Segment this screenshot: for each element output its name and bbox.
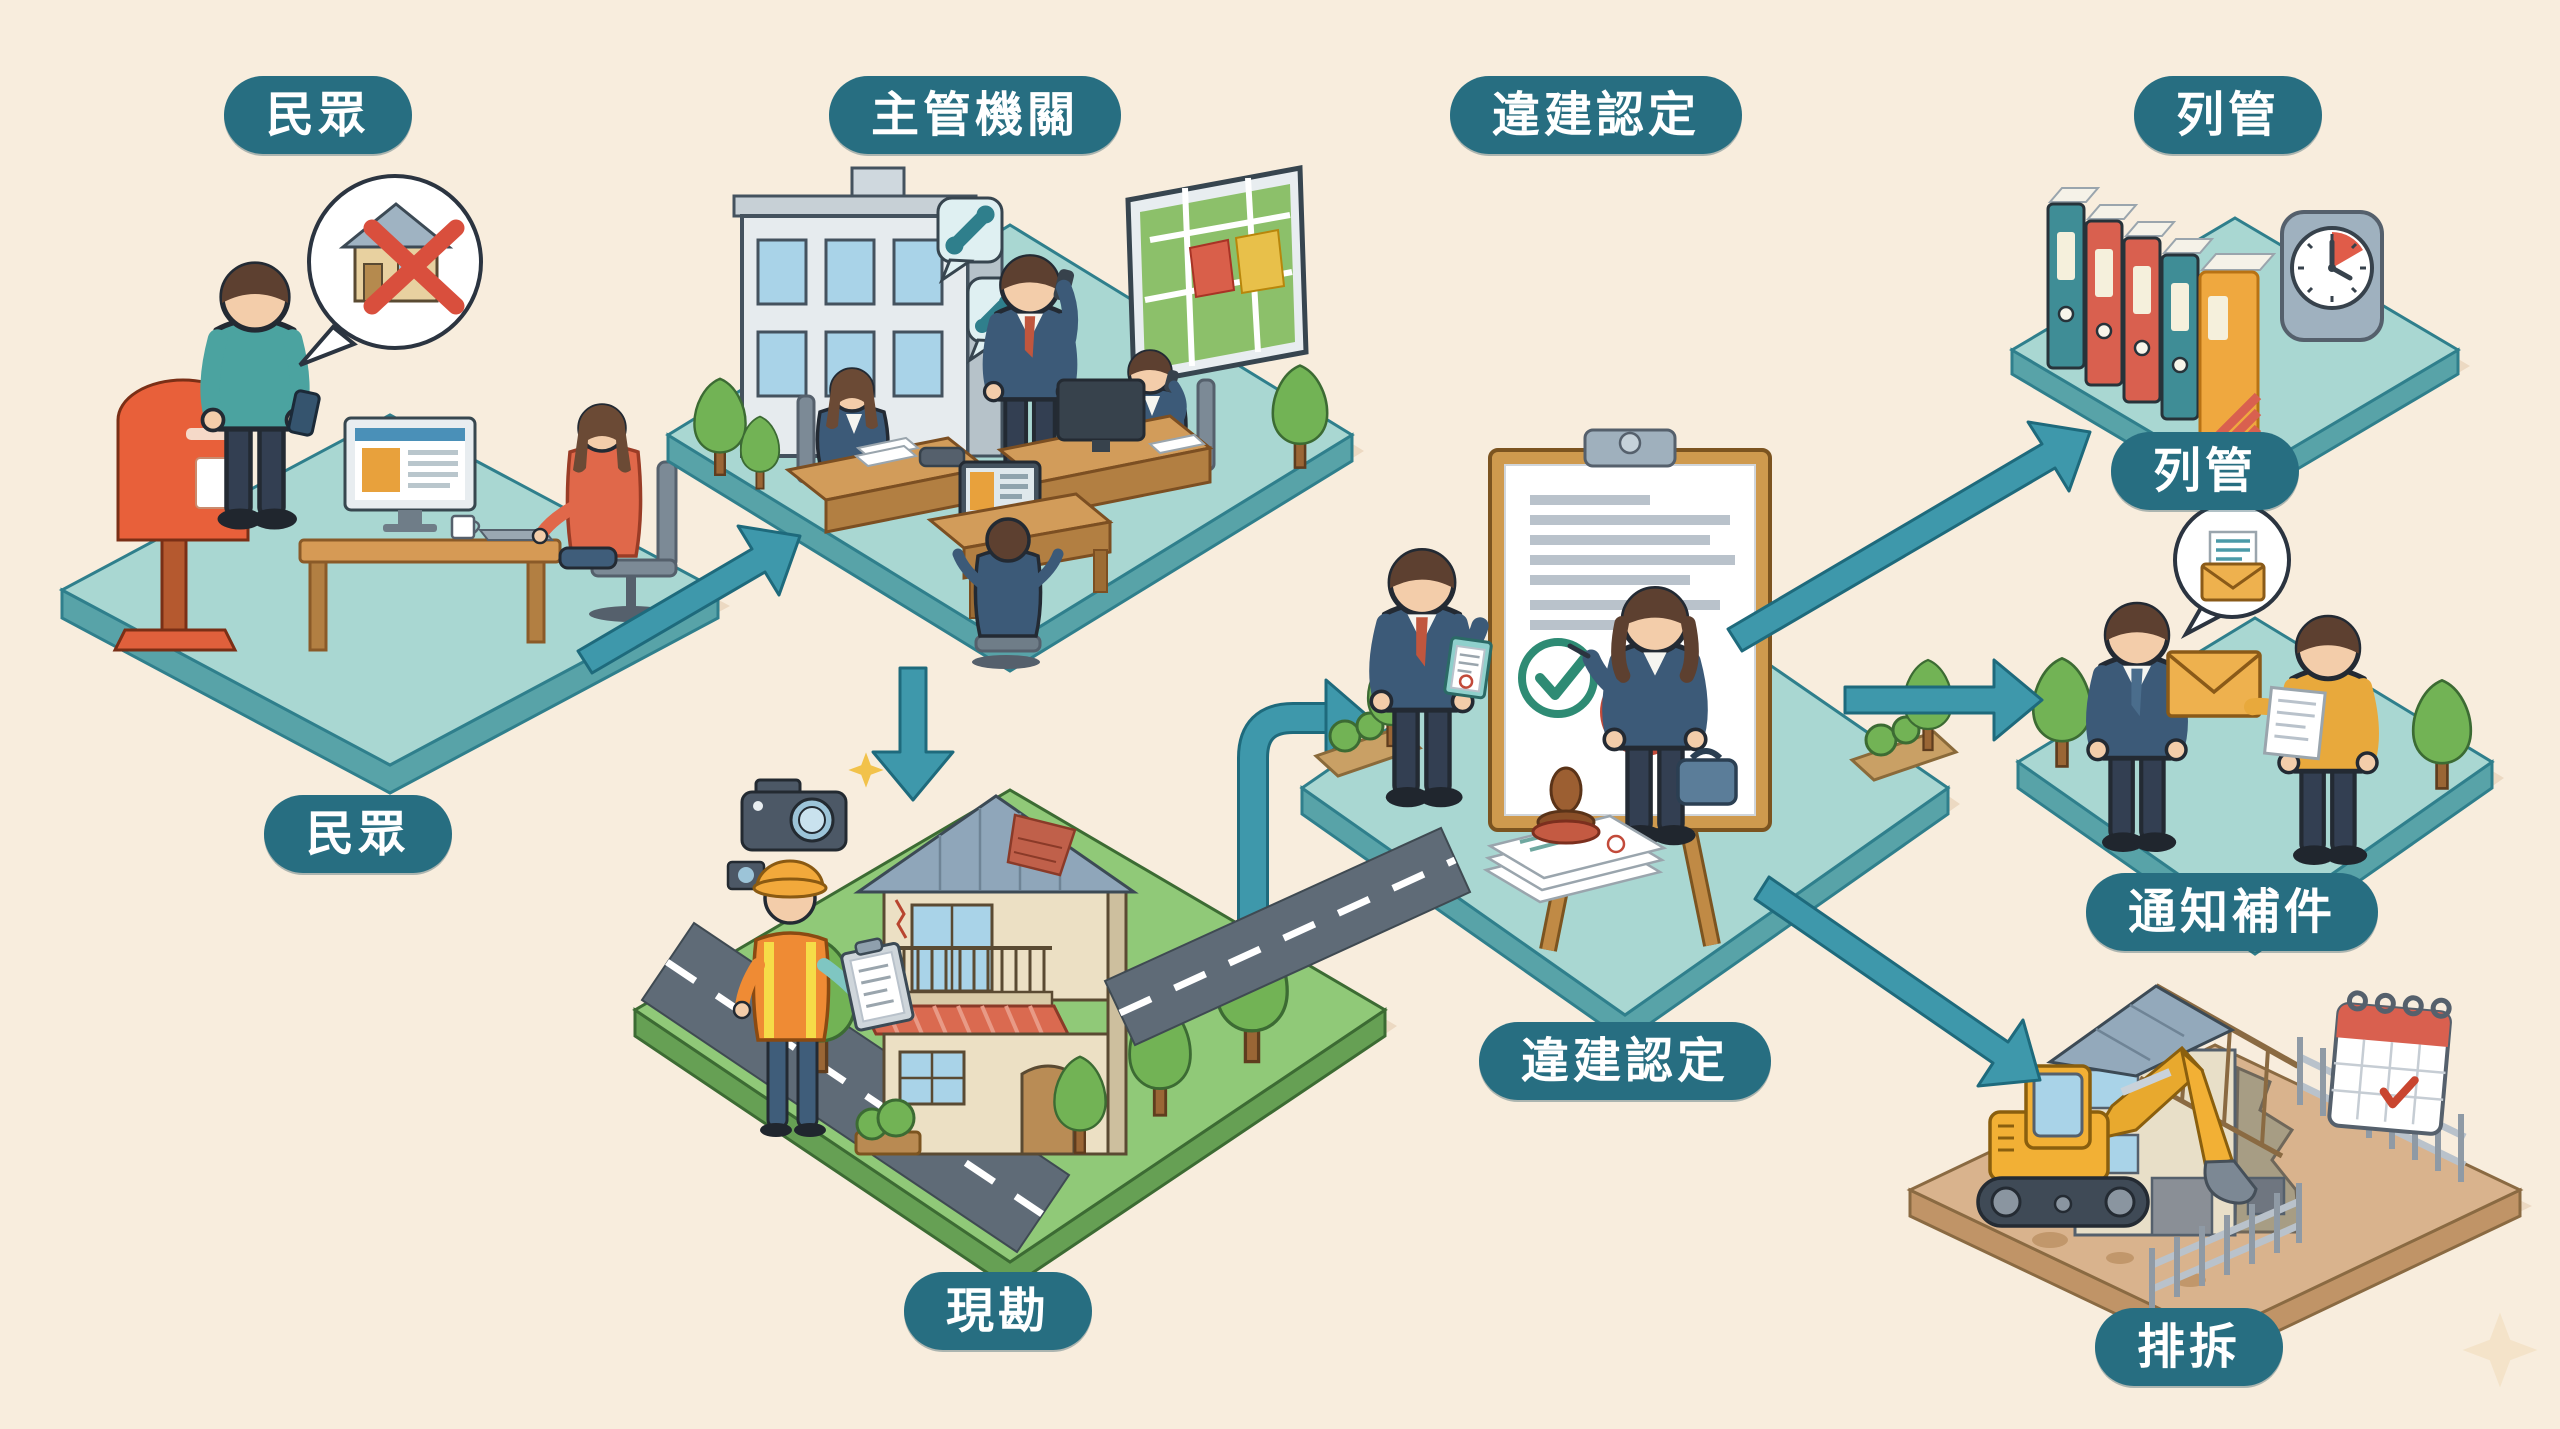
official-female	[1582, 589, 1706, 846]
briefcase	[1676, 748, 1738, 806]
stage-header-authority: 主管機關	[828, 76, 1122, 154]
office-desk-left	[784, 367, 990, 534]
desktop-monitor	[343, 416, 477, 532]
stage-header-listing: 列管	[2133, 76, 2323, 154]
binder-2	[2084, 204, 2139, 387]
clerk-woman	[531, 403, 643, 570]
binder-3	[2122, 221, 2177, 404]
scene-authority	[665, 165, 1364, 673]
arrow-to-notify	[1843, 658, 2044, 742]
office-desk-front	[926, 460, 1114, 669]
binder-1	[2046, 187, 2101, 370]
step-label-citizens: 民眾	[263, 795, 453, 873]
office-desk-right	[996, 349, 1216, 518]
arrow-to-listing	[1726, 420, 2092, 653]
scene-citizens	[58, 174, 730, 795]
rubber-stamp	[1531, 766, 1601, 845]
binder-4	[2160, 238, 2215, 421]
stage-header-citizens: 民眾	[223, 76, 413, 154]
inspector	[732, 859, 915, 1137]
planter-right	[1849, 658, 1959, 782]
broken-house-icon	[338, 202, 465, 315]
supplement-envelope	[2166, 650, 2262, 718]
camera-icon	[740, 778, 848, 852]
scene-site-survey	[632, 752, 1397, 1290]
roof-damage-patch	[1006, 813, 1077, 877]
arrow-dispatch	[871, 666, 955, 802]
coffee-mug	[450, 514, 481, 540]
step-label-notify-supplement: 通知補件	[2085, 873, 2379, 951]
scene-determination	[1299, 428, 1960, 1043]
hard-hat	[752, 859, 828, 899]
arrow-report	[576, 524, 802, 675]
desk-phone	[918, 446, 966, 468]
planter-bush	[854, 1098, 922, 1156]
calendar-check	[2379, 1076, 2419, 1109]
case-binders	[2046, 187, 2277, 444]
pointer-pen	[1567, 643, 1591, 659]
standing-officer-phone	[985, 256, 1076, 486]
demolition-calendar	[2327, 990, 2452, 1136]
office-worker-back	[952, 517, 1064, 669]
arrow-to-demolition	[1753, 875, 2042, 1088]
document-stack	[1482, 814, 1668, 904]
phone-bubble-1	[936, 196, 1004, 284]
excavator	[1976, 1045, 2258, 1228]
supplement-papers	[2262, 685, 2327, 761]
bucket	[2203, 1159, 2258, 1205]
step-label-demolition: 排拆	[2094, 1308, 2284, 1386]
step-label-listing: 列管	[2110, 432, 2300, 510]
scene-listing	[2009, 187, 2470, 508]
stage-header-determination: 違建認定	[1449, 76, 1743, 154]
smartphone-icon	[287, 389, 321, 437]
district-map	[1125, 165, 1309, 387]
mail-bubble	[2173, 501, 2291, 639]
deadline-clock	[2280, 210, 2384, 342]
envelope-icon	[2200, 562, 2266, 602]
connecting-road	[1103, 826, 1472, 1047]
step-label-determination: 違建認定	[1478, 1022, 1772, 1100]
scene-demolition	[1906, 983, 2532, 1363]
sparkle-icon-2	[2462, 1312, 2538, 1388]
step-label-site-survey: 現勘	[903, 1272, 1093, 1350]
report-bubble	[298, 174, 483, 367]
inspection-clipboard	[840, 937, 915, 1032]
result-clipboard	[1443, 636, 1493, 700]
citizen-desk	[298, 416, 562, 652]
monitor-back	[1056, 378, 1146, 442]
